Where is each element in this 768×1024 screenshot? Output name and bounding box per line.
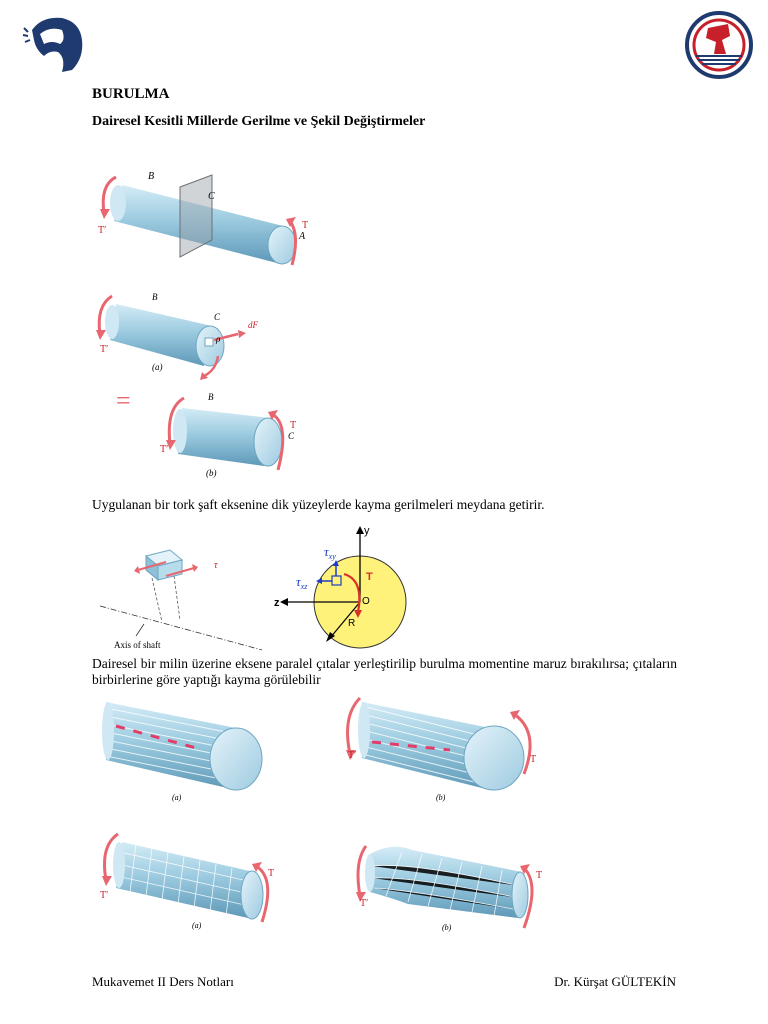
page-title: BURULMA <box>92 86 170 102</box>
axis-y: y <box>364 525 370 537</box>
caption-b: (b) <box>206 468 217 478</box>
caption-b: (b) <box>442 923 452 932</box>
paragraph-torque: Uygulanan bir tork şaft eksenine dik yüz… <box>92 497 545 512</box>
torque-arrow-left <box>101 175 117 214</box>
label-C: C <box>288 431 295 441</box>
label-T: T <box>302 220 308 231</box>
figure-shear-element: τ Axis of shaft <box>99 549 263 651</box>
label-T-prime: T′ <box>98 225 106 236</box>
figure-strips-a: (a) <box>102 702 263 802</box>
label-rho: ρ <box>215 334 221 344</box>
equals-sign: = <box>116 386 131 415</box>
label-A: A <box>298 231 306 242</box>
figure-grid-b: T′ T (b) <box>356 845 542 932</box>
label-T: T <box>366 571 373 583</box>
university-right-logo <box>685 11 753 79</box>
figure-strips-b: T′ T (b) <box>346 696 536 802</box>
university-left-logo <box>22 17 83 72</box>
label-B: B <box>208 392 214 402</box>
axis-z: z <box>274 597 280 609</box>
figure-grid-a: T′ T (a) <box>100 832 274 930</box>
caption-a: (a) <box>192 921 202 930</box>
shaft-body <box>114 185 287 263</box>
footer-author: Dr. Kürşat GÜLTEKİN <box>554 974 676 989</box>
label-B: B <box>152 292 158 302</box>
label-O: O <box>362 596 370 607</box>
shaft-left-end <box>110 185 126 221</box>
figure-shaft-free-body-b: B T C T′ (b) <box>160 392 296 478</box>
figure-cross-section: y z τxy τxz T O R <box>274 525 407 649</box>
footer-course-title: Mukavemet II Ders Notları <box>92 974 234 989</box>
figure-shaft-free-body-a: B C dF ρ T′ (a) <box>96 292 259 380</box>
shaft-right-end <box>267 225 297 265</box>
label-T: T <box>268 868 274 879</box>
label-axis-of-shaft: Axis of shaft <box>114 640 161 650</box>
label-T: T <box>536 870 542 881</box>
label-B: B <box>148 171 154 182</box>
label-tau: τ <box>214 560 218 571</box>
label-T-prime: T′ <box>160 444 168 455</box>
label-tau-xy: τxy <box>324 544 336 561</box>
label-T-prime: T′ <box>100 890 108 901</box>
label-dF: dF <box>248 320 259 330</box>
label-C: C <box>214 312 221 322</box>
paragraph-strips: Dairesel bir milin üzerine eksene parale… <box>92 656 677 687</box>
label-T-prime: T′ <box>100 344 108 355</box>
section-heading: Dairesel Kesitli Millerde Gerilme ve Şek… <box>92 114 426 129</box>
label-T-prime: T′ <box>348 750 356 761</box>
label-C: C <box>208 191 215 202</box>
label-T: T <box>290 420 296 431</box>
cutting-plane <box>179 174 213 258</box>
caption-a: (a) <box>152 362 163 372</box>
label-R: R <box>348 618 355 629</box>
label-T-prime: T′ <box>360 898 368 909</box>
caption-a: (a) <box>172 793 182 802</box>
label-tau-xz: τxz <box>296 574 308 591</box>
figure-shaft-cut-plane: B C T A T′ <box>98 171 308 266</box>
caption-b: (b) <box>436 793 446 802</box>
label-T: T <box>530 754 536 765</box>
